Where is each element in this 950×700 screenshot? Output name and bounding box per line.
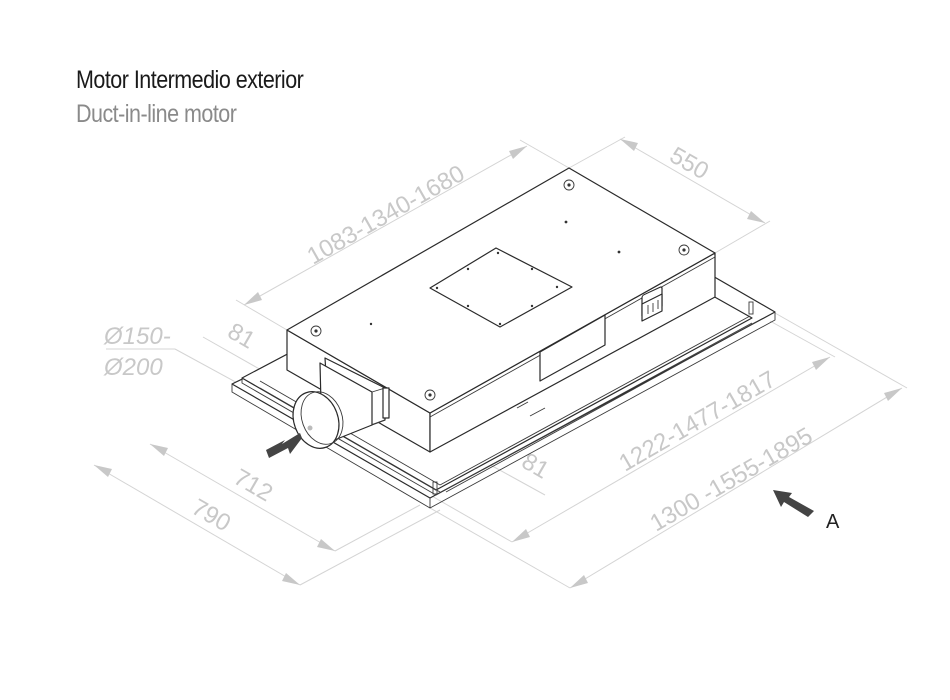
dim-outer-depth: 790 bbox=[187, 494, 235, 537]
view-a-label: A bbox=[826, 511, 840, 533]
airflow-out-arrow-icon bbox=[266, 433, 302, 458]
dimension-lines bbox=[93, 136, 908, 589]
dim-box-width: 550 bbox=[665, 142, 713, 185]
page-subtitle: Duct-in-line motor bbox=[76, 100, 237, 128]
view-a-arrow-icon bbox=[773, 490, 814, 517]
dim-offset-right: 81 bbox=[517, 448, 554, 485]
duct-outlet bbox=[292, 357, 390, 449]
page-title: Motor Intermedio exterior bbox=[76, 66, 304, 94]
dim-duct-diameter-1: Ø150- bbox=[103, 323, 171, 350]
dim-offset-left: 81 bbox=[223, 318, 260, 355]
dim-inner-depth: 712 bbox=[229, 464, 277, 507]
dim-duct-diameter-2: Ø200 bbox=[103, 354, 163, 381]
hood-body bbox=[286, 167, 716, 453]
